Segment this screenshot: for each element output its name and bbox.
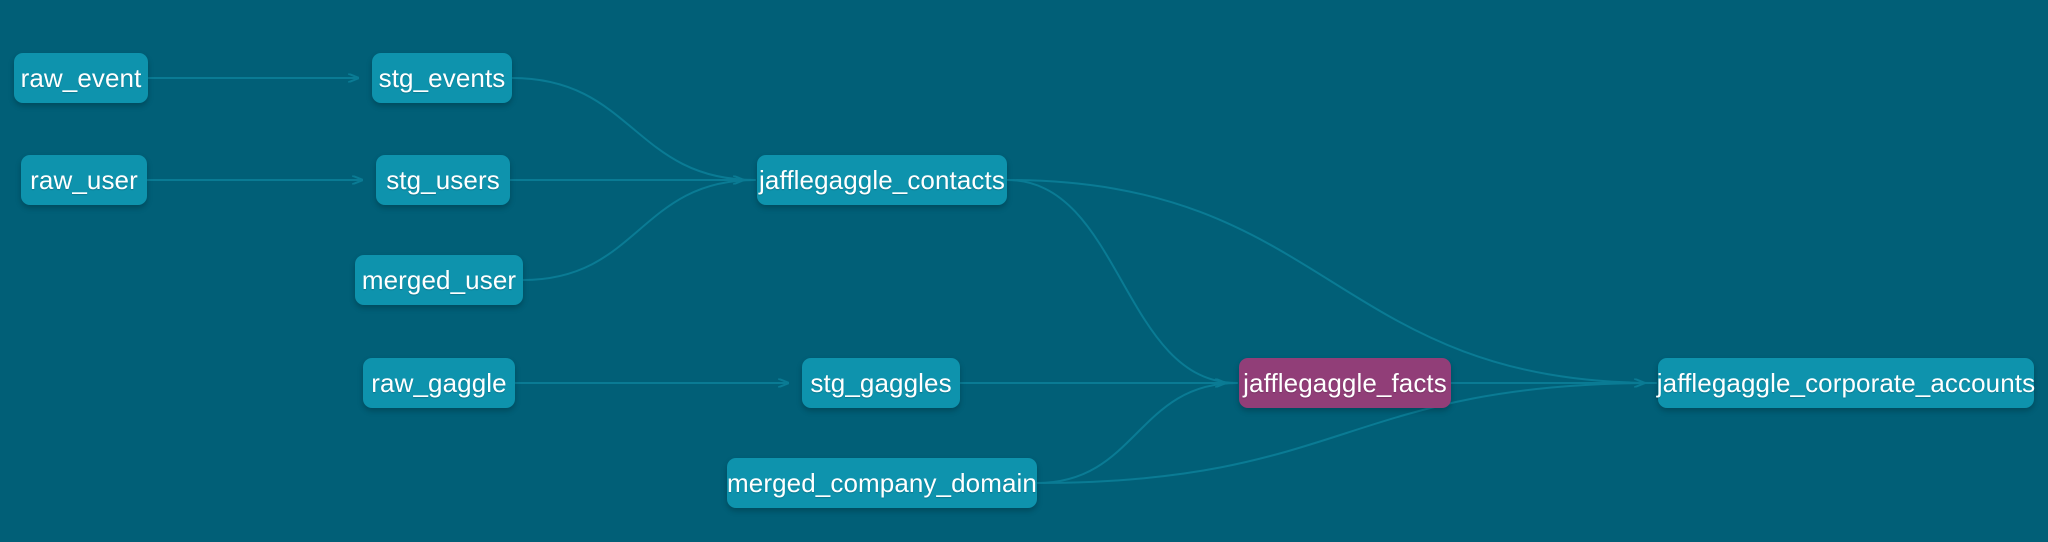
edge-stg_events-to-jafflegaggle_contacts xyxy=(511,77,756,181)
node-label: jafflegaggle_contacts xyxy=(759,164,1005,195)
node-label: stg_users xyxy=(386,164,500,195)
node-label: raw_gaggle xyxy=(371,367,507,398)
node-jafflegaggle_facts[interactable]: jafflegaggle_facts xyxy=(1239,358,1451,408)
node-label: raw_user xyxy=(30,164,138,195)
node-merged_user[interactable]: merged_user xyxy=(355,255,523,305)
node-label: raw_event xyxy=(20,62,142,93)
node-stg_gaggles[interactable]: stg_gaggles xyxy=(802,358,960,408)
node-merged_company_domain[interactable]: merged_company_domain xyxy=(727,458,1037,508)
node-label: jafflegaggle_corporate_accounts xyxy=(1656,367,2036,398)
node-label: merged_user xyxy=(361,264,517,295)
node-jafflegaggle_contacts[interactable]: jafflegaggle_contacts xyxy=(757,155,1007,205)
node-label: stg_events xyxy=(378,62,506,93)
edge-merged_company_domain-to-jafflegaggle_facts xyxy=(1036,382,1238,484)
node-raw_event[interactable]: raw_event xyxy=(14,53,148,103)
node-label: jafflegaggle_facts xyxy=(1243,367,1447,398)
node-raw_user[interactable]: raw_user xyxy=(21,155,147,205)
edge-jafflegaggle_contacts-to-jafflegaggle_corporate_accounts xyxy=(1006,179,1657,384)
edge-jafflegaggle_contacts-to-jafflegaggle_facts xyxy=(1006,179,1238,384)
edge-merged_user-to-jafflegaggle_contacts xyxy=(522,179,756,281)
node-label: merged_company_domain xyxy=(727,467,1037,498)
node-label: stg_gaggles xyxy=(810,367,952,398)
node-jafflegaggle_corporate_accounts[interactable]: jafflegaggle_corporate_accounts xyxy=(1656,358,2036,408)
node-stg_users[interactable]: stg_users xyxy=(376,155,510,205)
node-raw_gaggle[interactable]: raw_gaggle xyxy=(363,358,515,408)
node-stg_events[interactable]: stg_events xyxy=(372,53,512,103)
